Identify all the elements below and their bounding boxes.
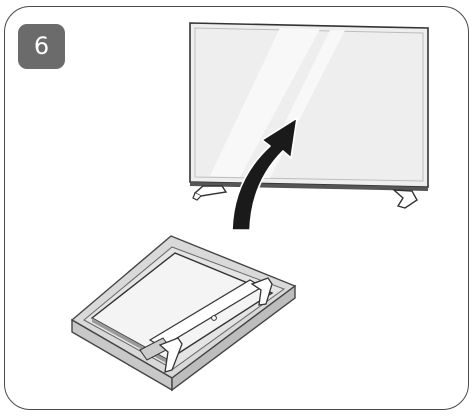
television-face-down-in-box-icon [70, 235, 297, 392]
step-number-badge: 6 [18, 24, 65, 69]
lift-up-arrow-icon [231, 117, 298, 231]
television-standing-icon [189, 22, 429, 209]
